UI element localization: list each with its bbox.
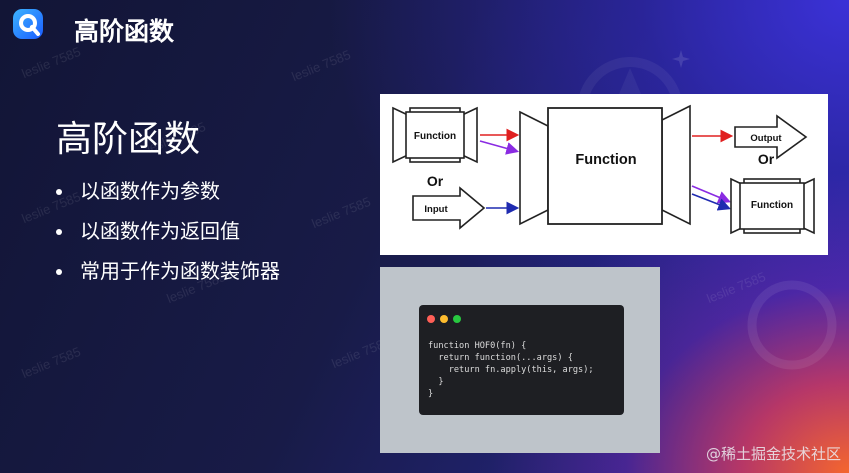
or-right-label: Or bbox=[758, 151, 775, 167]
bullet-text: 常用于作为函数装饰器 bbox=[80, 261, 280, 283]
center-function-label: Function bbox=[575, 152, 636, 168]
bullet-dot-icon bbox=[56, 189, 62, 195]
code-line: } bbox=[428, 377, 444, 387]
code-block: function HOF0(fn) { return function(...a… bbox=[428, 340, 594, 400]
bullet-dot-icon bbox=[56, 269, 62, 275]
code-line: return fn.apply(this, args); bbox=[428, 365, 594, 375]
app-logo-icon bbox=[13, 9, 43, 39]
code-line: function HOF0(fn) { bbox=[428, 341, 527, 351]
window-minimize-dot-icon bbox=[440, 315, 448, 323]
output-function-label: Function bbox=[751, 200, 793, 211]
hof-diagram-svg: Function Or Input Function bbox=[392, 104, 815, 235]
bullet-item: 以函数作为返回值 bbox=[56, 212, 280, 252]
input-function-box: Function bbox=[392, 106, 478, 164]
input-label: Input bbox=[424, 204, 448, 215]
star-decoration bbox=[672, 50, 690, 68]
blue-arrow-out bbox=[691, 193, 731, 211]
output-label: Output bbox=[750, 133, 782, 144]
bullet-list: 以函数作为参数 以函数作为返回值 常用于作为函数装饰器 bbox=[56, 172, 280, 292]
output-function-box: Function bbox=[730, 177, 815, 235]
input-arrow: Input bbox=[412, 186, 486, 230]
bullet-text: 以函数作为参数 bbox=[80, 181, 220, 203]
code-line: return function(...args) { bbox=[428, 353, 573, 363]
input-function-label: Function bbox=[414, 131, 456, 142]
center-function-box: Function bbox=[519, 104, 691, 226]
watermark: leslie 7585 bbox=[289, 46, 353, 85]
code-line: } bbox=[428, 389, 434, 399]
watermark: leslie 7585 bbox=[19, 343, 83, 382]
code-window: function HOF0(fn) { return function(...a… bbox=[419, 305, 624, 415]
bullet-text: 以函数作为返回值 bbox=[80, 221, 240, 243]
bullet-dot-icon bbox=[56, 229, 62, 235]
or-left-label: Or bbox=[427, 173, 444, 189]
output-arrow: Output bbox=[734, 114, 808, 160]
window-maximize-dot-icon bbox=[453, 315, 461, 323]
window-close-dot-icon bbox=[427, 315, 435, 323]
bullet-item: 以函数作为参数 bbox=[56, 172, 280, 212]
bullet-item: 常用于作为函数装饰器 bbox=[56, 252, 280, 292]
source-credit: @稀土掘金技术社区 bbox=[705, 445, 841, 463]
code-screenshot: function HOF0(fn) { return function(...a… bbox=[380, 267, 660, 453]
purple-arrow-in bbox=[479, 140, 520, 155]
page-title: 高阶函数 bbox=[56, 118, 201, 159]
ring-decoration bbox=[747, 280, 837, 370]
purple-arrow-out bbox=[691, 185, 731, 204]
watermark: leslie 7585 bbox=[19, 43, 83, 82]
hof-diagram: Function Or Input Function bbox=[380, 94, 828, 255]
watermark: leslie 7585 bbox=[309, 193, 373, 232]
header-title: 高阶函数 bbox=[74, 18, 175, 46]
